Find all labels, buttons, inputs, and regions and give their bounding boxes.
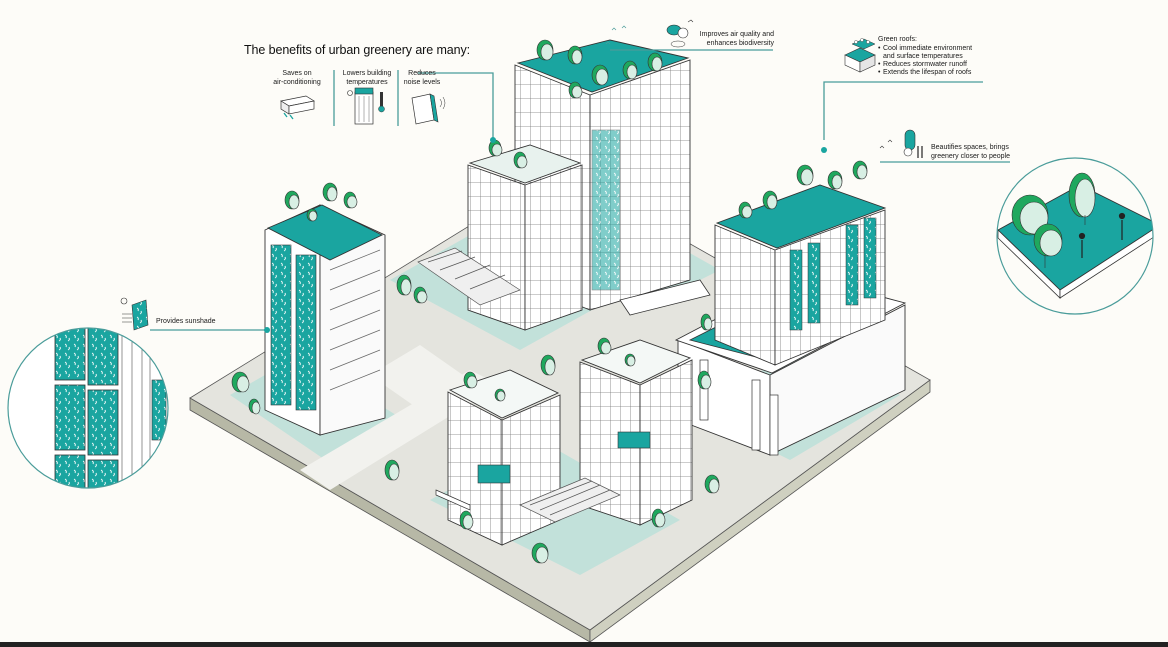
benefit-line: Lowers building bbox=[342, 70, 392, 77]
tree-people-icon bbox=[879, 129, 923, 158]
list-item: Extends the lifespan of roofs bbox=[878, 69, 988, 78]
benefit-line: air-conditioning bbox=[273, 78, 321, 86]
building-thermometer-icon bbox=[347, 87, 385, 125]
sun-facade-icon bbox=[120, 297, 149, 331]
tree-bird-icon bbox=[605, 19, 694, 48]
green-roofs-list: Cool immediate environment and surface t… bbox=[878, 45, 988, 78]
green-roofs-title: Green roofs: bbox=[878, 36, 917, 43]
callout-line: Beautifies spaces, brings bbox=[931, 144, 1009, 151]
list-item: and surface temperatures bbox=[883, 52, 963, 60]
callout-line: enhances biodiversity bbox=[706, 39, 774, 47]
benefit-line: noise levels bbox=[403, 78, 441, 86]
callout-green-roofs: Green roofs: Cool immediate environment … bbox=[878, 36, 988, 78]
infographic-title: The benefits of urban greenery are many: bbox=[244, 43, 470, 57]
callout-sunshade: Provides sunshade bbox=[156, 318, 216, 325]
list-item: Reduces stormwater runoff bbox=[878, 61, 988, 70]
noise-window-icon bbox=[411, 93, 446, 125]
bottom-bar bbox=[0, 642, 1168, 647]
callout-line: greenery closer to people bbox=[931, 152, 1010, 160]
callout-beautifies: Beautifies spaces, brings greenery close… bbox=[931, 144, 1031, 161]
benefit-line: Saves on bbox=[282, 70, 312, 77]
air-conditioner-icon bbox=[280, 95, 315, 120]
left-tower bbox=[264, 204, 386, 436]
green-wall-detail-circle bbox=[7, 327, 169, 489]
trees bbox=[231, 39, 868, 564]
benefit-air-conditioning: Saves on air-conditioning bbox=[262, 70, 332, 87]
benefit-noise-levels: Reduces noise levels bbox=[400, 70, 444, 87]
right-tower bbox=[674, 184, 907, 456]
callout-lines bbox=[150, 49, 1010, 333]
pergola bbox=[417, 247, 521, 306]
front-right-building bbox=[519, 339, 693, 526]
list-item: Cool immediate environment bbox=[878, 45, 988, 54]
callout-air-quality: Improves air quality and enhances biodiv… bbox=[692, 31, 774, 48]
green-roof-icon bbox=[844, 38, 876, 73]
benefit-line: Reduces bbox=[408, 70, 436, 77]
callout-line: Improves air quality and bbox=[699, 31, 774, 38]
benefit-line: temperatures bbox=[346, 78, 388, 86]
roof-garden-detail-circle bbox=[996, 157, 1154, 315]
benefit-building-temperatures: Lowers building temperatures bbox=[336, 70, 398, 87]
